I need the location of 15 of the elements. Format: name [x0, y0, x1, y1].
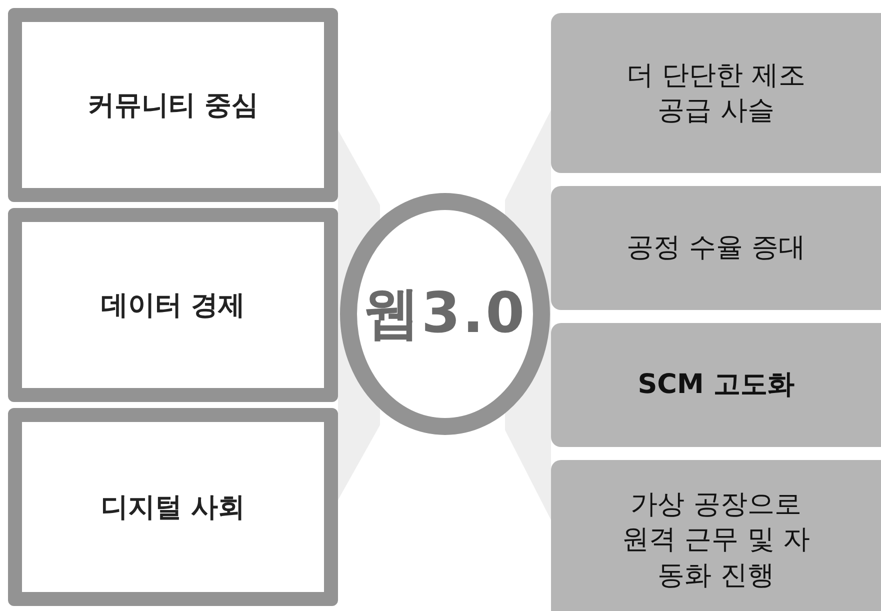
- box-label: 가상 공장으로 원격 근무 및 자동화 진행: [621, 488, 811, 593]
- box-label: 디지털 사회: [100, 491, 246, 525]
- box-label: 커뮤니티 중심: [87, 89, 259, 123]
- text-box: [8, 8, 338, 202]
- rounded-box: [551, 323, 881, 447]
- text-box: [8, 408, 338, 606]
- rounded-box: [551, 186, 881, 310]
- box-label: 더 단단한 제조 공급 사슬: [625, 58, 807, 128]
- rounded-box: [551, 460, 881, 611]
- center-label: 웹3.0: [363, 280, 527, 348]
- box-label: SCM 고도화: [638, 368, 794, 402]
- rounded-box: [551, 13, 881, 173]
- text-box: [8, 208, 338, 402]
- box-label: 공정 수율 증대: [626, 231, 806, 266]
- box-label: 데이터 경제: [100, 289, 246, 323]
